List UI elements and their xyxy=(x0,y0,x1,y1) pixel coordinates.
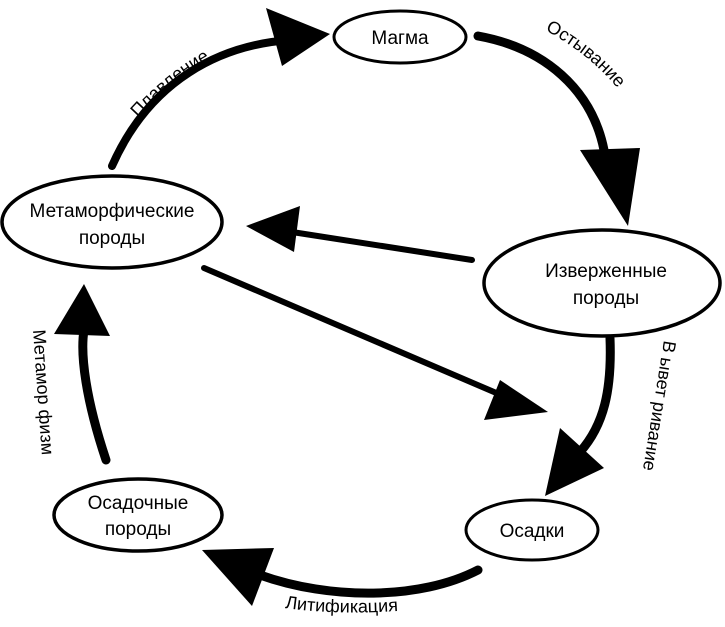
node-magma: Магма xyxy=(332,9,468,65)
arrow-weathering xyxy=(545,333,615,496)
node-sedimentary-line2: породы xyxy=(105,519,171,540)
node-igneous-line1: Изверженные xyxy=(545,261,667,282)
edge-label-cooling: Остывание xyxy=(543,16,630,91)
edge-label-weathering: В ывет ривание xyxy=(639,339,680,472)
node-magma-label: Магма xyxy=(371,28,429,49)
node-metamorphic-rocks: Метаморфические породы xyxy=(0,174,224,270)
node-sediments-label: Осадки xyxy=(500,521,565,542)
arrow-cooling xyxy=(473,31,640,226)
arrow-metamorphism xyxy=(54,284,111,465)
node-sedimentary-rocks: Осадочные породы xyxy=(52,477,224,553)
node-igneous-line2: породы xyxy=(573,288,639,309)
edge-label-melting: Плавление xyxy=(126,45,212,120)
arrow-melting xyxy=(108,8,330,170)
node-sedimentary-line1: Осадочные xyxy=(88,493,189,514)
arrow-metamorphic-to-sediments xyxy=(201,265,548,420)
node-sediments: Осадки xyxy=(464,498,600,562)
edge-label-metamorphism: Метамор физм xyxy=(29,329,58,456)
arrow-igneous-to-metamorphic xyxy=(246,206,475,263)
node-igneous-rocks: Изверженные породы xyxy=(482,228,722,338)
arrow-lithification xyxy=(202,548,483,606)
node-metamorphic-line1: Метаморфические xyxy=(30,201,195,222)
node-metamorphic-line2: породы xyxy=(79,228,145,249)
